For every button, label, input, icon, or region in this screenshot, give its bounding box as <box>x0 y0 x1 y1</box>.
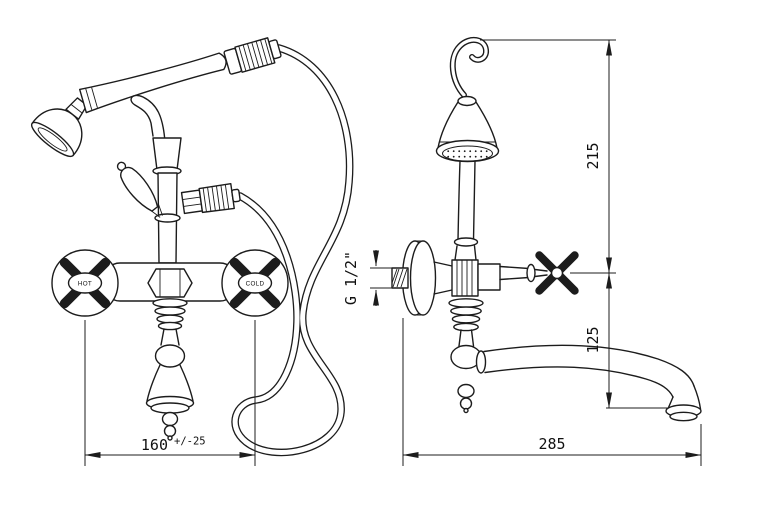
lower-spout-assembly <box>145 298 195 441</box>
dimensions: 160 +/-25 G 1/2" 215 125 285 <box>84 39 702 466</box>
hand-shower-head-icon <box>30 97 88 158</box>
tub-spout <box>475 344 702 422</box>
side-lower-body <box>448 298 484 414</box>
dim-side-heights: 215 125 <box>480 39 668 409</box>
dim-160-tolerance-label: +/-25 <box>174 436 206 448</box>
dim-side-width: 285 <box>402 318 702 466</box>
spray-face <box>442 145 493 162</box>
hand-shower-handle <box>78 52 227 114</box>
wall-flange <box>401 240 453 316</box>
riser-body <box>154 172 181 264</box>
side-column <box>453 160 479 261</box>
dim-160-label: 160 <box>141 436 168 454</box>
diverter-lever <box>116 161 163 218</box>
shower-head-side <box>435 95 500 163</box>
dim-125-label: 125 <box>584 326 602 353</box>
thread-stub <box>391 267 409 289</box>
side-view <box>391 36 702 422</box>
handle-cold: COLD <box>221 249 289 317</box>
mixer-body <box>103 262 237 302</box>
hot-label: HOT <box>78 280 92 287</box>
hose-outlet-connector <box>180 182 241 215</box>
handset-cradle <box>130 94 182 176</box>
side-handle <box>499 251 579 295</box>
wall-hook-icon <box>449 36 490 98</box>
handle-hot: HOT <box>51 249 119 317</box>
dim-thread: G 1/2" <box>342 250 392 306</box>
cold-label: COLD <box>246 280 265 287</box>
shower-hose <box>231 44 354 457</box>
front-view: HOT COLD <box>30 52 289 441</box>
thread-size-label: G 1/2" <box>342 251 360 305</box>
dim-215-label: 215 <box>584 142 602 169</box>
dim-front-width: 160 +/-25 <box>84 320 256 466</box>
connection-nut <box>451 259 501 297</box>
hose-connector-top <box>223 37 282 75</box>
dim-285-label: 285 <box>538 435 565 453</box>
